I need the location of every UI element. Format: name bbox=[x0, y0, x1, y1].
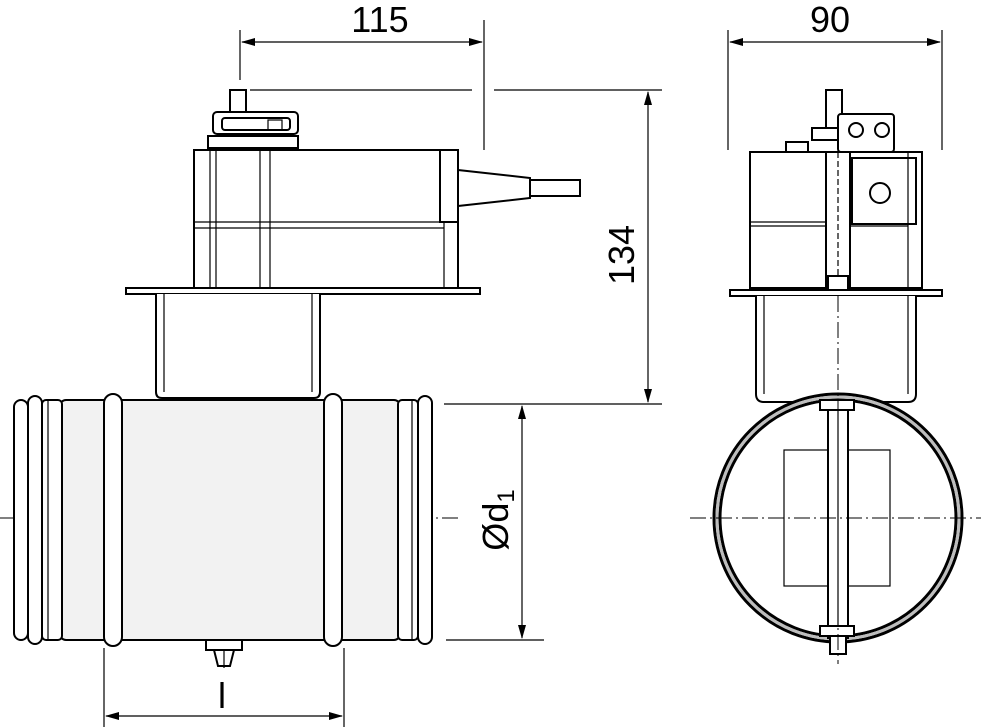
dimension-label-length: l bbox=[218, 675, 226, 716]
dimension-width-side: 115 bbox=[239, 0, 485, 150]
side-view: 115 134 Ød1 l bbox=[0, 0, 662, 727]
front-flange bbox=[729, 289, 943, 403]
side-duct bbox=[13, 393, 433, 668]
front-bracket bbox=[785, 89, 895, 153]
side-actuator bbox=[193, 149, 581, 289]
dimension-width-front: 90 bbox=[727, 0, 943, 150]
dimension-diameter: Ød1 bbox=[446, 405, 544, 641]
dimension-label-115: 115 bbox=[351, 0, 408, 40]
dimension-label-134: 134 bbox=[601, 225, 642, 285]
dimension-length: l bbox=[103, 648, 345, 727]
dimension-height: 134 bbox=[250, 89, 662, 405]
side-flange bbox=[125, 287, 481, 399]
dimension-label-diameter: Ød1 bbox=[475, 489, 520, 550]
front-actuator bbox=[749, 151, 923, 291]
front-view: 90 bbox=[690, 0, 981, 664]
dimension-label-90: 90 bbox=[810, 0, 850, 40]
side-bracket bbox=[207, 89, 299, 149]
